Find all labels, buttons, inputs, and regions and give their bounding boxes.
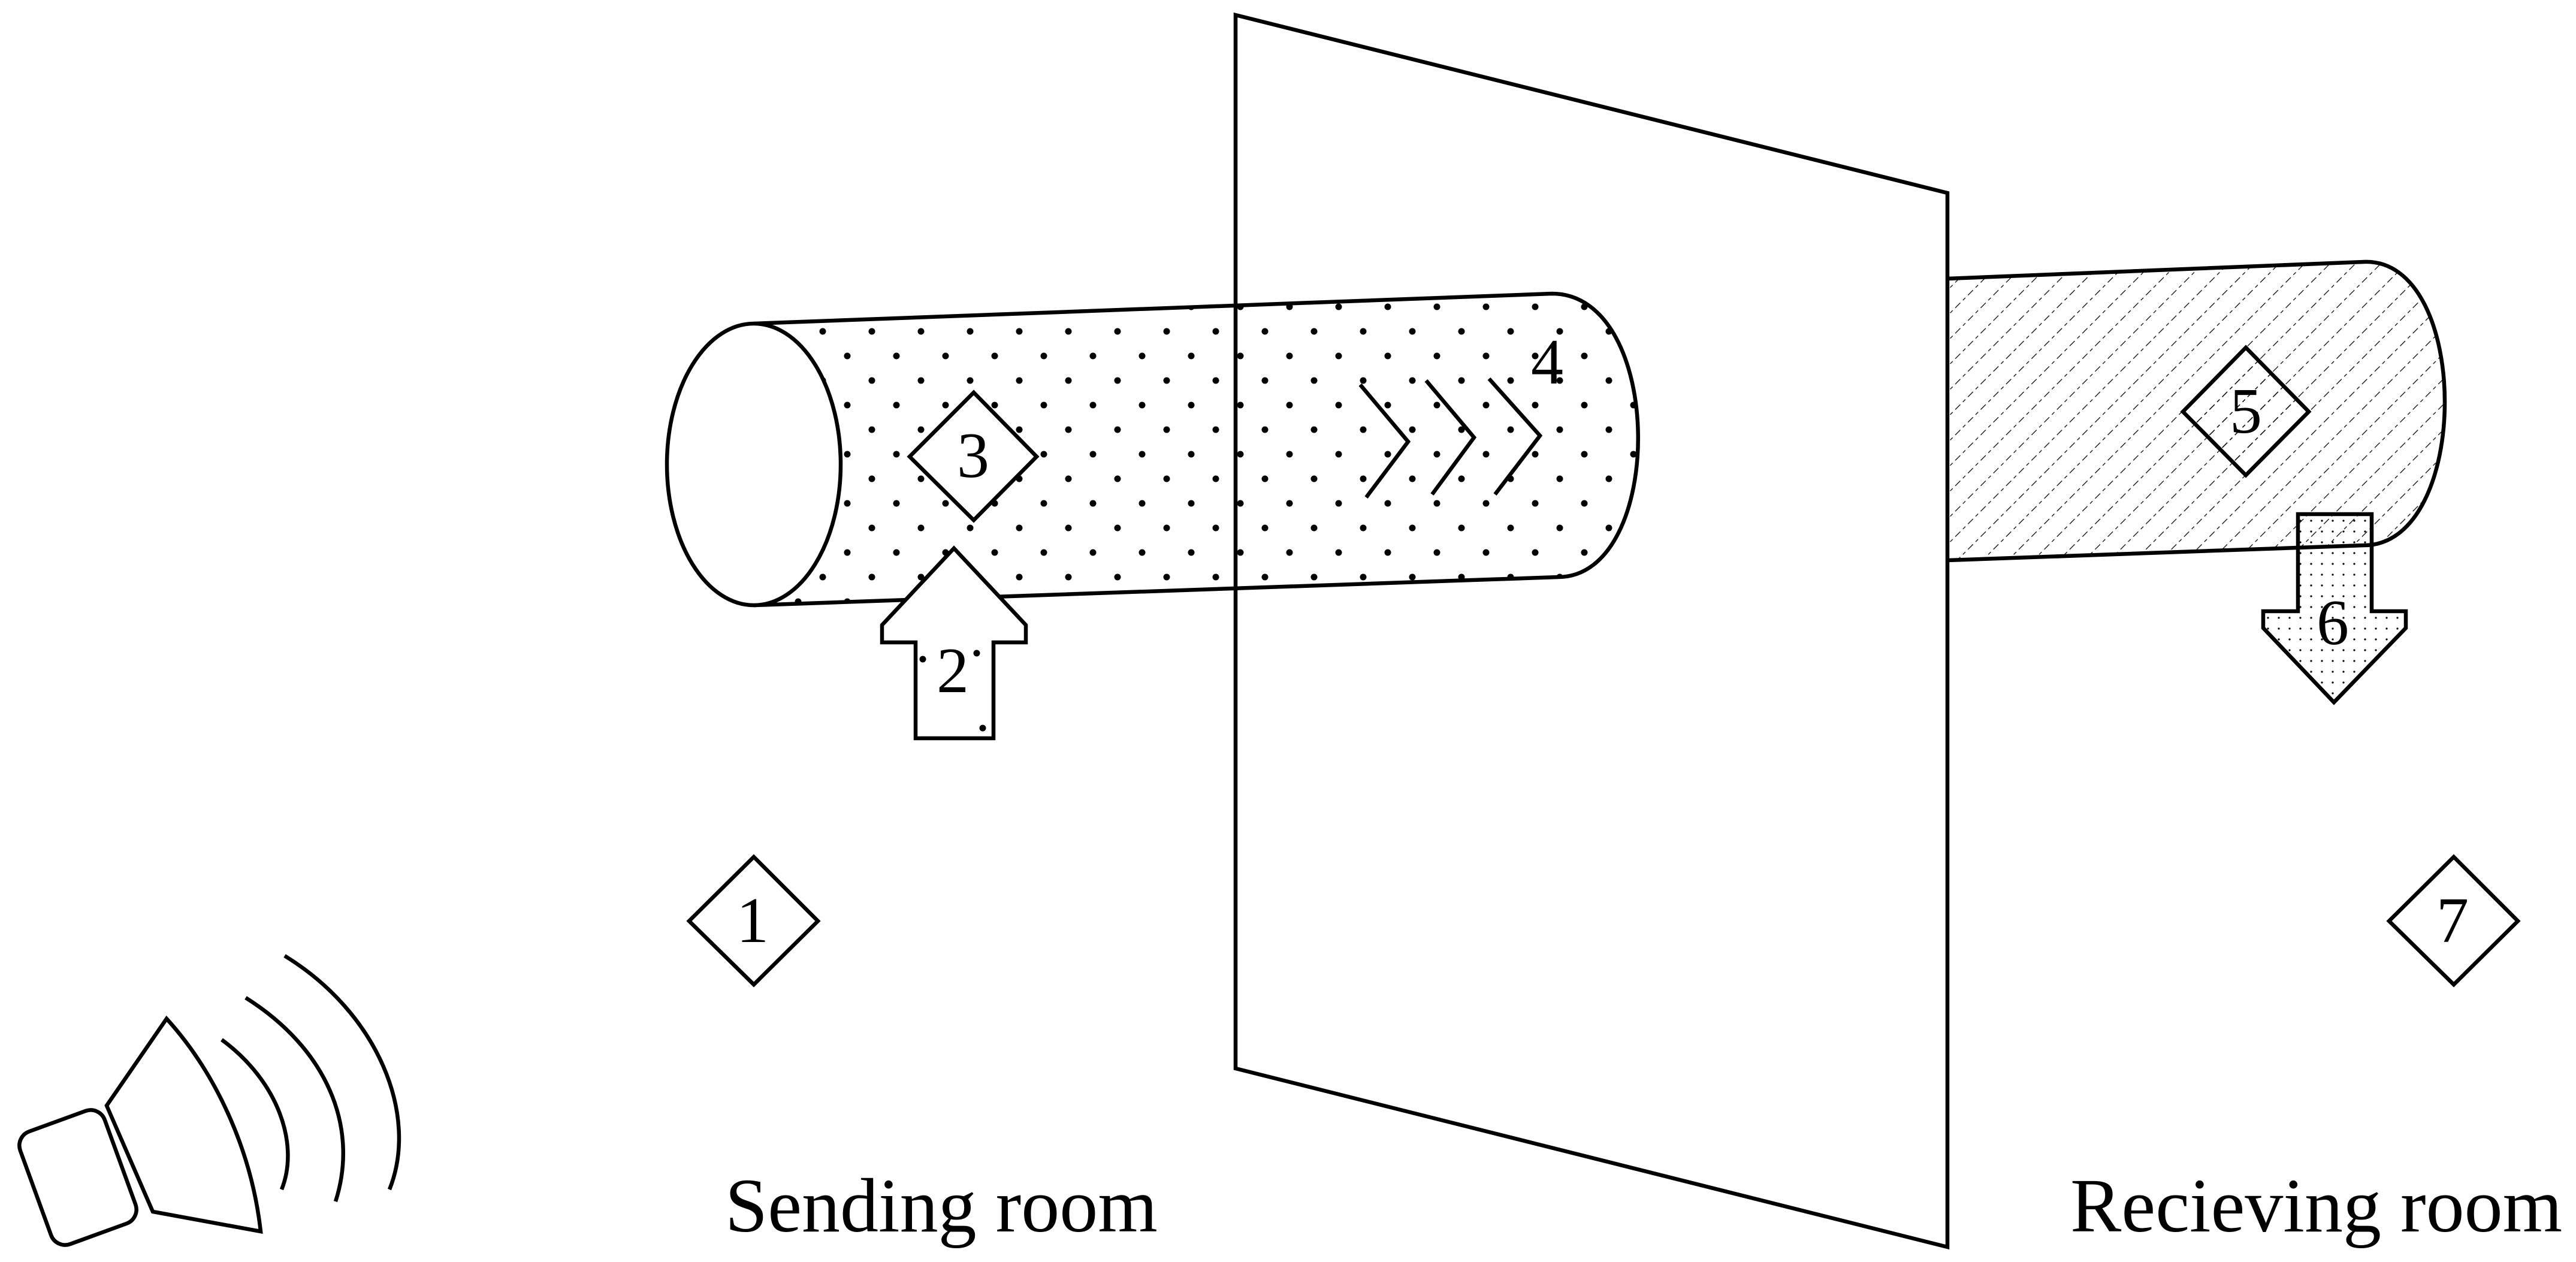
incident-arrow xyxy=(880,545,1028,741)
loudspeaker-icon xyxy=(17,954,401,1247)
sending-room-label: Sending room xyxy=(725,1163,1158,1248)
marker-5: 5 xyxy=(2180,345,2312,478)
partition-wall xyxy=(1233,12,1950,1250)
label-6: 6 xyxy=(2317,587,2349,659)
svg-text:7: 7 xyxy=(2436,885,2469,956)
svg-text:1: 1 xyxy=(736,885,769,956)
label-4: 4 xyxy=(1531,327,1563,398)
label-2: 2 xyxy=(937,635,969,707)
marker-1: 1 xyxy=(686,854,821,988)
sending-beam xyxy=(665,291,1640,608)
svg-text:5: 5 xyxy=(2230,376,2262,447)
propagation-chevrons xyxy=(1358,377,1543,499)
receiving-room-label: Recieving room xyxy=(2070,1163,2562,1248)
marker-7: 7 xyxy=(2386,854,2521,988)
svg-text:3: 3 xyxy=(957,420,989,491)
marker-3: 3 xyxy=(907,390,1040,523)
radiated-arrow xyxy=(2261,512,2408,705)
